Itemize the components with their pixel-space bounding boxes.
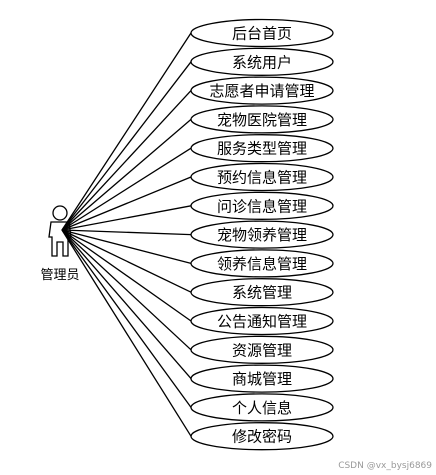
use-case-item: 宠物领养管理 bbox=[190, 220, 334, 249]
use-case-item: 志愿者申请管理 bbox=[190, 76, 334, 105]
use-case-label: 商城管理 bbox=[232, 370, 292, 388]
use-case-label: 公告通知管理 bbox=[217, 313, 307, 331]
use-case-ellipse bbox=[190, 364, 334, 393]
use-case-item: 宠物医院管理 bbox=[190, 105, 334, 134]
use-case-item: 服务类型管理 bbox=[190, 134, 334, 163]
use-case-item: 后台首页 bbox=[190, 18, 334, 48]
association-line bbox=[61, 147, 192, 231]
use-case-item: 商城管理 bbox=[190, 364, 334, 393]
use-case-ellipse bbox=[190, 393, 334, 422]
association-line bbox=[61, 176, 192, 231]
use-case-item: 领养信息管理 bbox=[190, 249, 334, 278]
association-line bbox=[61, 229, 192, 408]
use-case-ellipse bbox=[190, 105, 334, 134]
association-line bbox=[61, 229, 192, 380]
use-case-label: 宠物医院管理 bbox=[217, 111, 307, 129]
use-case-item: 系统用户 bbox=[190, 47, 334, 76]
association-line bbox=[61, 205, 192, 231]
watermark: CSDN @vx_bysj6869 bbox=[338, 461, 432, 471]
association-lines bbox=[61, 32, 192, 437]
use-case-item: 预约信息管理 bbox=[190, 162, 334, 192]
use-case-label: 系统管理 bbox=[232, 284, 292, 302]
use-case-item: 修改密码 bbox=[190, 422, 334, 451]
use-case-ellipse bbox=[190, 278, 334, 307]
use-case-label: 系统用户 bbox=[232, 53, 292, 71]
use-case-ellipse bbox=[190, 249, 334, 278]
use-case-label: 志愿者申请管理 bbox=[209, 82, 314, 100]
association-line bbox=[61, 229, 192, 236]
use-case-label: 后台首页 bbox=[232, 25, 292, 43]
association-line bbox=[61, 229, 192, 293]
use-case-item: 资源管理 bbox=[190, 335, 334, 364]
association-line bbox=[61, 229, 192, 265]
use-case-ellipse bbox=[190, 335, 334, 364]
association-line bbox=[61, 229, 192, 322]
association-line bbox=[61, 90, 192, 231]
use-case-label: 预约信息管理 bbox=[217, 169, 307, 187]
use-case-ellipse bbox=[190, 162, 334, 192]
use-case-item: 个人信息 bbox=[190, 393, 334, 422]
use-case-ellipse bbox=[190, 422, 334, 451]
association-line bbox=[61, 61, 192, 231]
use-case-ellipse bbox=[190, 306, 334, 336]
use-case-label: 问诊信息管理 bbox=[217, 197, 307, 215]
use-case-label: 资源管理 bbox=[232, 341, 292, 359]
use-case-ellipse bbox=[190, 134, 334, 163]
use-case-label: 领养信息管理 bbox=[217, 255, 307, 273]
use-case-label: 修改密码 bbox=[232, 428, 292, 446]
use-case-ellipse bbox=[190, 220, 334, 249]
use-case-item: 系统管理 bbox=[190, 278, 334, 307]
actor-admin: 管理员 bbox=[40, 205, 80, 283]
use-case-label: 宠物领养管理 bbox=[217, 226, 307, 244]
association-line bbox=[61, 32, 192, 231]
use-case-ellipse bbox=[190, 191, 334, 220]
use-case-item: 公告通知管理 bbox=[190, 306, 334, 336]
use-case-label: 服务类型管理 bbox=[217, 140, 307, 158]
use-case-label: 个人信息 bbox=[232, 399, 292, 417]
use-case-list: 后台首页系统用户志愿者申请管理宠物医院管理服务类型管理预约信息管理问诊信息管理宠… bbox=[190, 18, 334, 451]
association-line bbox=[61, 229, 192, 437]
use-case-ellipse bbox=[190, 18, 334, 48]
use-case-ellipse bbox=[190, 76, 334, 105]
stick-figure-actor-icon bbox=[48, 205, 72, 257]
association-line bbox=[61, 229, 192, 351]
association-line bbox=[61, 118, 192, 231]
use-case-ellipse bbox=[190, 47, 334, 76]
actor-label: 管理员 bbox=[40, 268, 79, 283]
use-case-item: 问诊信息管理 bbox=[190, 191, 334, 220]
